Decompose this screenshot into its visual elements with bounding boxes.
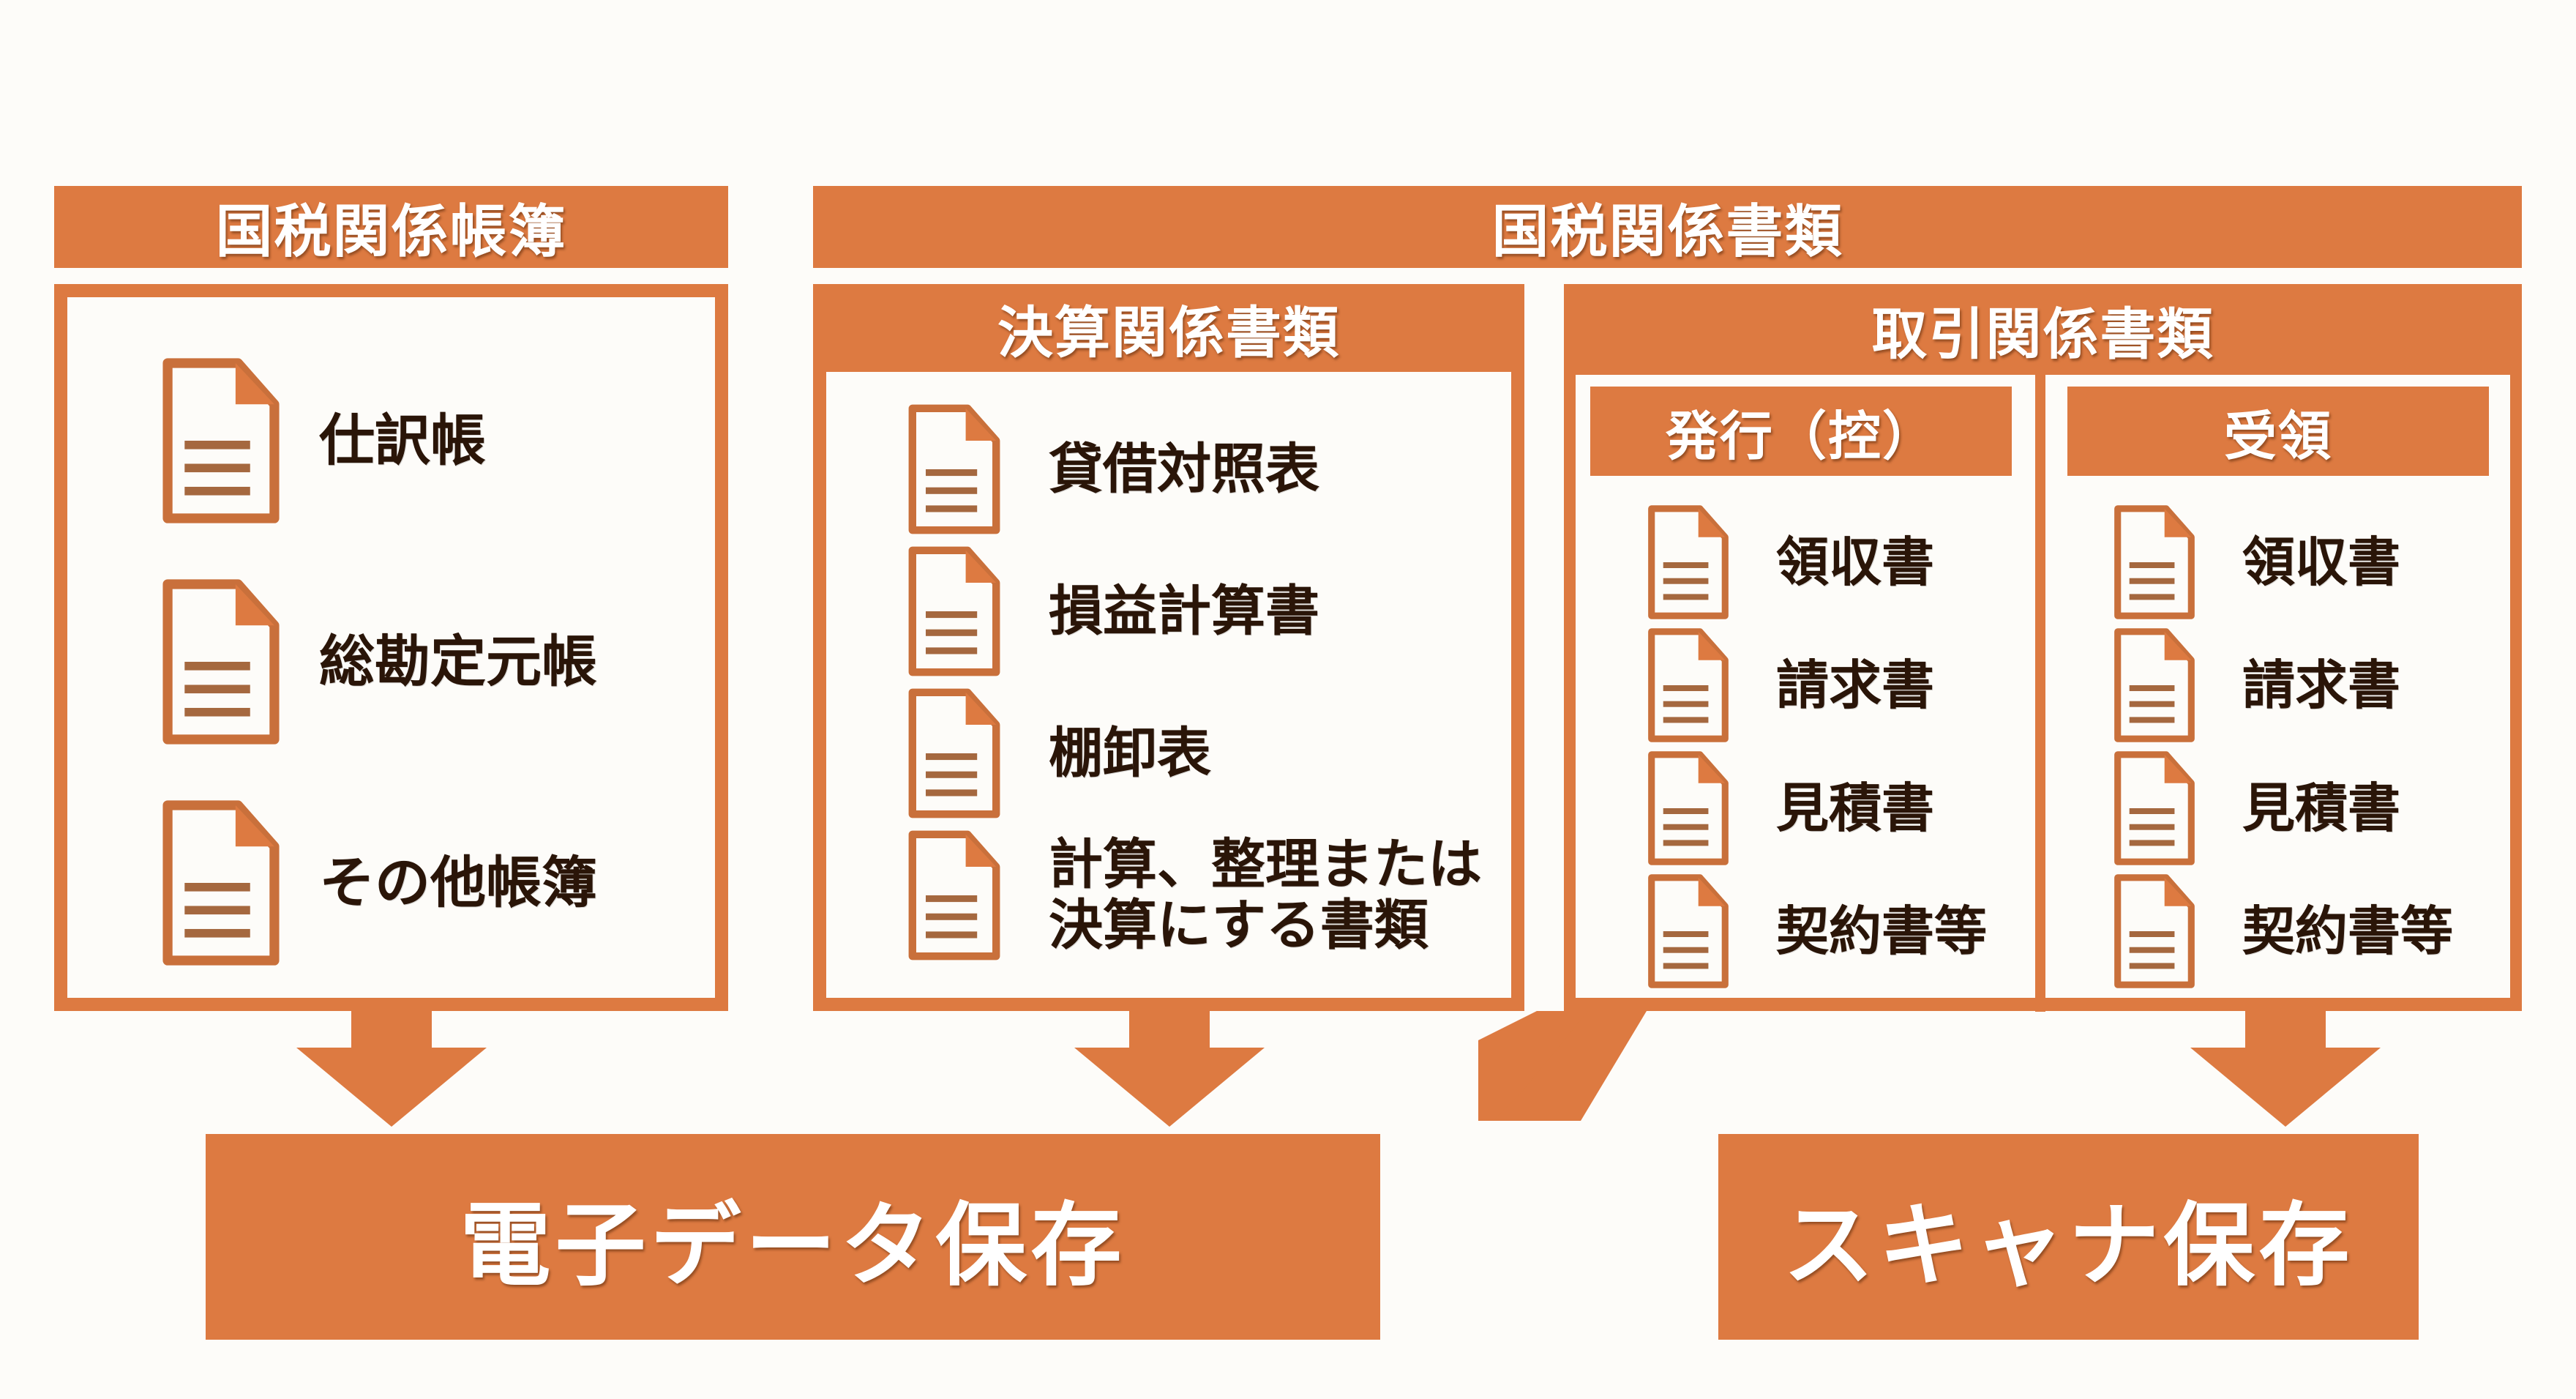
item-label: 貸借対照表 [1049,437,1319,501]
item-label: 契約書等 [2242,900,2454,962]
scanner-storage-label: スキャナ保存 [1783,1193,2354,1299]
settlement-header: 決算関係書類 [813,284,1524,372]
item-label: その他帳簿 [319,850,597,916]
item-label: 仕訳帳 [319,408,486,474]
item-label-line2: 決算にする書類 [1049,894,1429,957]
electronic-storage-label: 電子データ保存 [460,1193,1126,1299]
list-item: 棚卸表 [899,687,1211,820]
ledgers-header: 国税関係帳簿 [54,186,728,268]
documents-title: 国税関係書類 [1491,199,1843,265]
list-item: 契約書等 [2106,873,2453,990]
item-label: 棚卸表 [1049,721,1211,785]
settlement-title: 決算関係書類 [997,300,1340,365]
document-icon [1640,750,1737,867]
document-icon [899,829,1009,962]
item-label-line1: 計算、整理または [1049,833,1482,897]
document-icon [1640,504,1737,621]
document-icon [1640,627,1737,744]
document-icon [155,356,287,526]
list-item: その他帳簿 [155,798,597,968]
document-icon [2106,873,2203,990]
scanner-storage-box: スキャナ保存 [1718,1134,2419,1340]
item-label: 請求書 [2242,654,2401,716]
column-divider [2035,375,2045,1012]
ledgers-box: 仕訳帳 総勘定元帳 その他帳簿 [54,284,728,1011]
item-label: 見積書 [1776,777,1935,839]
received-title: 受領 [2223,405,2332,467]
document-icon [155,577,287,747]
document-icon [1640,873,1737,990]
received-header: 受領 [2067,387,2489,476]
document-icon [2106,750,2203,867]
arrow-down-left-icon [1478,1011,1647,1121]
issued-title: 発行（控） [1665,405,1936,467]
document-icon [2106,627,2203,744]
arrow-down-icon [296,1011,487,1127]
list-item: 領収書 [2106,504,2400,621]
item-label: 総勘定元帳 [319,629,597,695]
list-item: 計算、整理または 決算にする書類 [899,829,1482,962]
list-item: 総勘定元帳 [155,577,597,747]
document-icon [899,687,1009,820]
list-item: 見積書 [1640,750,1934,867]
item-label: 計算、整理または 決算にする書類 [1049,835,1482,956]
list-item: 領収書 [1640,504,1934,621]
list-item: 仕訳帳 [155,356,486,526]
document-icon [899,545,1009,678]
list-item: 見積書 [2106,750,2400,867]
arrow-down-icon [2190,1011,2381,1127]
documents-header: 国税関係書類 [813,186,2522,268]
list-item: 請求書 [1640,627,1934,744]
item-label: 契約書等 [1776,900,1988,962]
item-label: 領収書 [1776,531,1935,593]
document-icon [155,798,287,968]
list-item: 損益計算書 [899,545,1319,678]
transaction-title: 取引関係書類 [1871,302,2214,367]
ledgers-title: 国税関係帳簿 [215,199,567,265]
electronic-storage-box: 電子データ保存 [206,1134,1380,1340]
list-item: 貸借対照表 [899,403,1319,536]
transaction-box: 取引関係書類 発行（控） 領収書 請求書 見積書 契約書等 受領 領収書 請求書… [1564,284,2522,1012]
arrow-down-icon [1074,1011,1265,1127]
issued-header: 発行（控） [1590,387,2012,476]
settlement-box: 決算関係書類 貸借対照表 損益計算書 棚卸表 計算、整理または 決算にする書類 [813,284,1524,1011]
list-item: 契約書等 [1640,873,1987,990]
item-label: 損益計算書 [1049,579,1319,643]
item-label: 請求書 [1776,654,1935,716]
document-icon [899,403,1009,536]
list-item: 請求書 [2106,627,2400,744]
item-label: 領収書 [2242,531,2401,593]
document-icon [2106,504,2203,621]
transaction-header: 取引関係書類 [1564,284,2522,375]
item-label: 見積書 [2242,777,2401,839]
